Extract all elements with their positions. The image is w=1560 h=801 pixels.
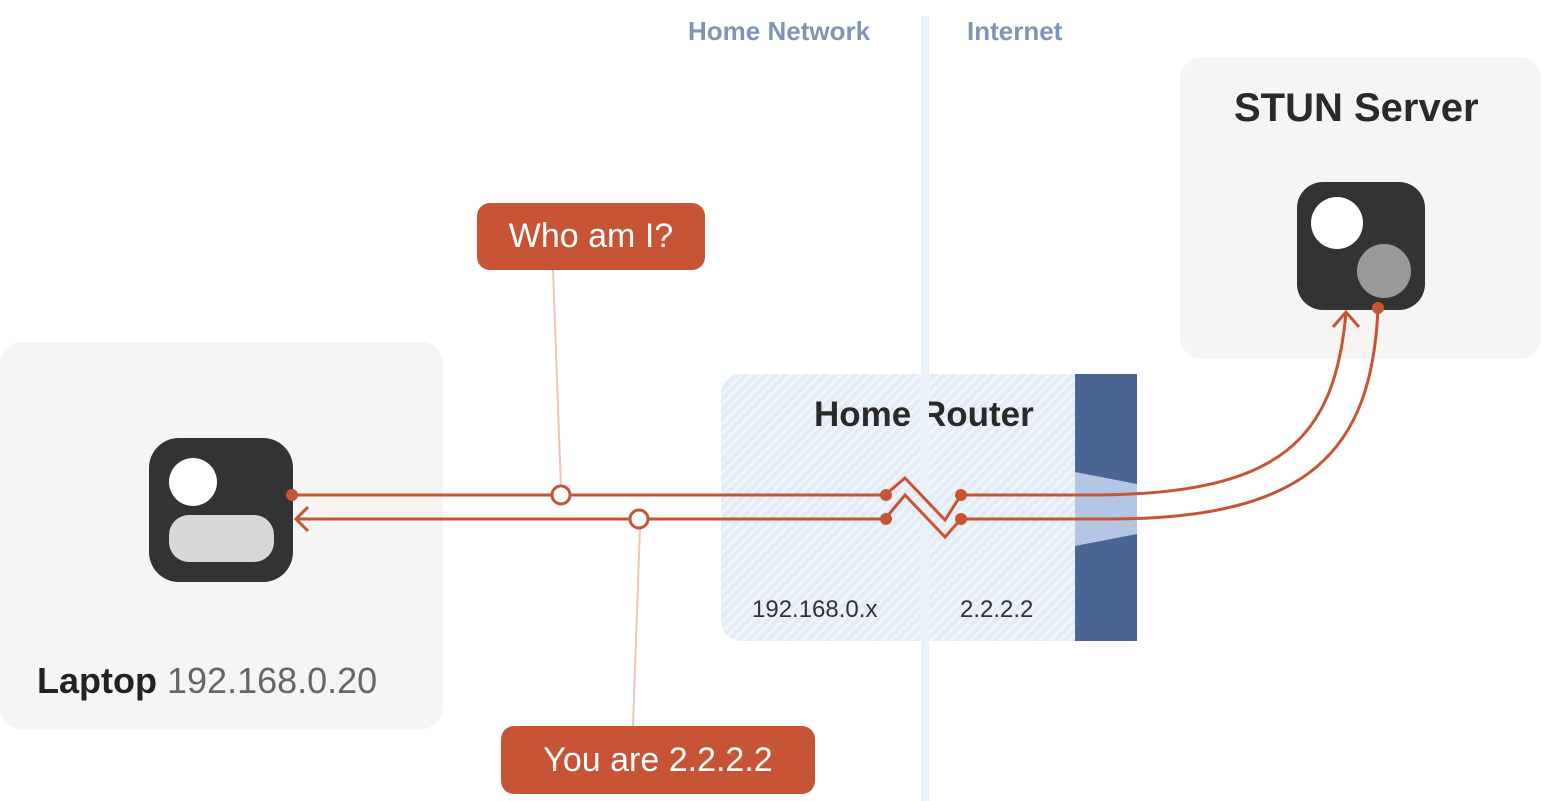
laptop-name: Laptop — [37, 660, 157, 701]
request-message-bubble: Who am I? — [477, 203, 705, 270]
response-path — [293, 307, 1380, 540]
request-path — [292, 309, 1361, 523]
router-private-address: 192.168.0.x — [752, 596, 878, 623]
response-marker — [628, 508, 650, 530]
request-callout-line — [552, 269, 562, 490]
stun-server-title: STUN Server — [1234, 86, 1479, 130]
router-public-address: 2.2.2.2 — [960, 596, 1034, 623]
response-message-bubble: You are 2.2.2.2 — [501, 726, 815, 794]
home-router-box — [721, 374, 1077, 641]
path-dots — [286, 302, 1384, 525]
network-boundary-divider — [921, 16, 929, 801]
router-port — [1075, 374, 1137, 641]
zone-label-home-network: Home Network — [688, 16, 871, 46]
response-callout-line — [632, 526, 641, 727]
laptop-device-icon — [149, 438, 293, 582]
stun-server-device-icon — [1297, 182, 1425, 310]
laptop-label: Laptop 192.168.0.20 — [37, 660, 377, 702]
request-marker — [550, 484, 572, 506]
zone-label-internet: Internet — [967, 16, 1063, 46]
laptop-ip: 192.168.0.20 — [167, 660, 378, 701]
